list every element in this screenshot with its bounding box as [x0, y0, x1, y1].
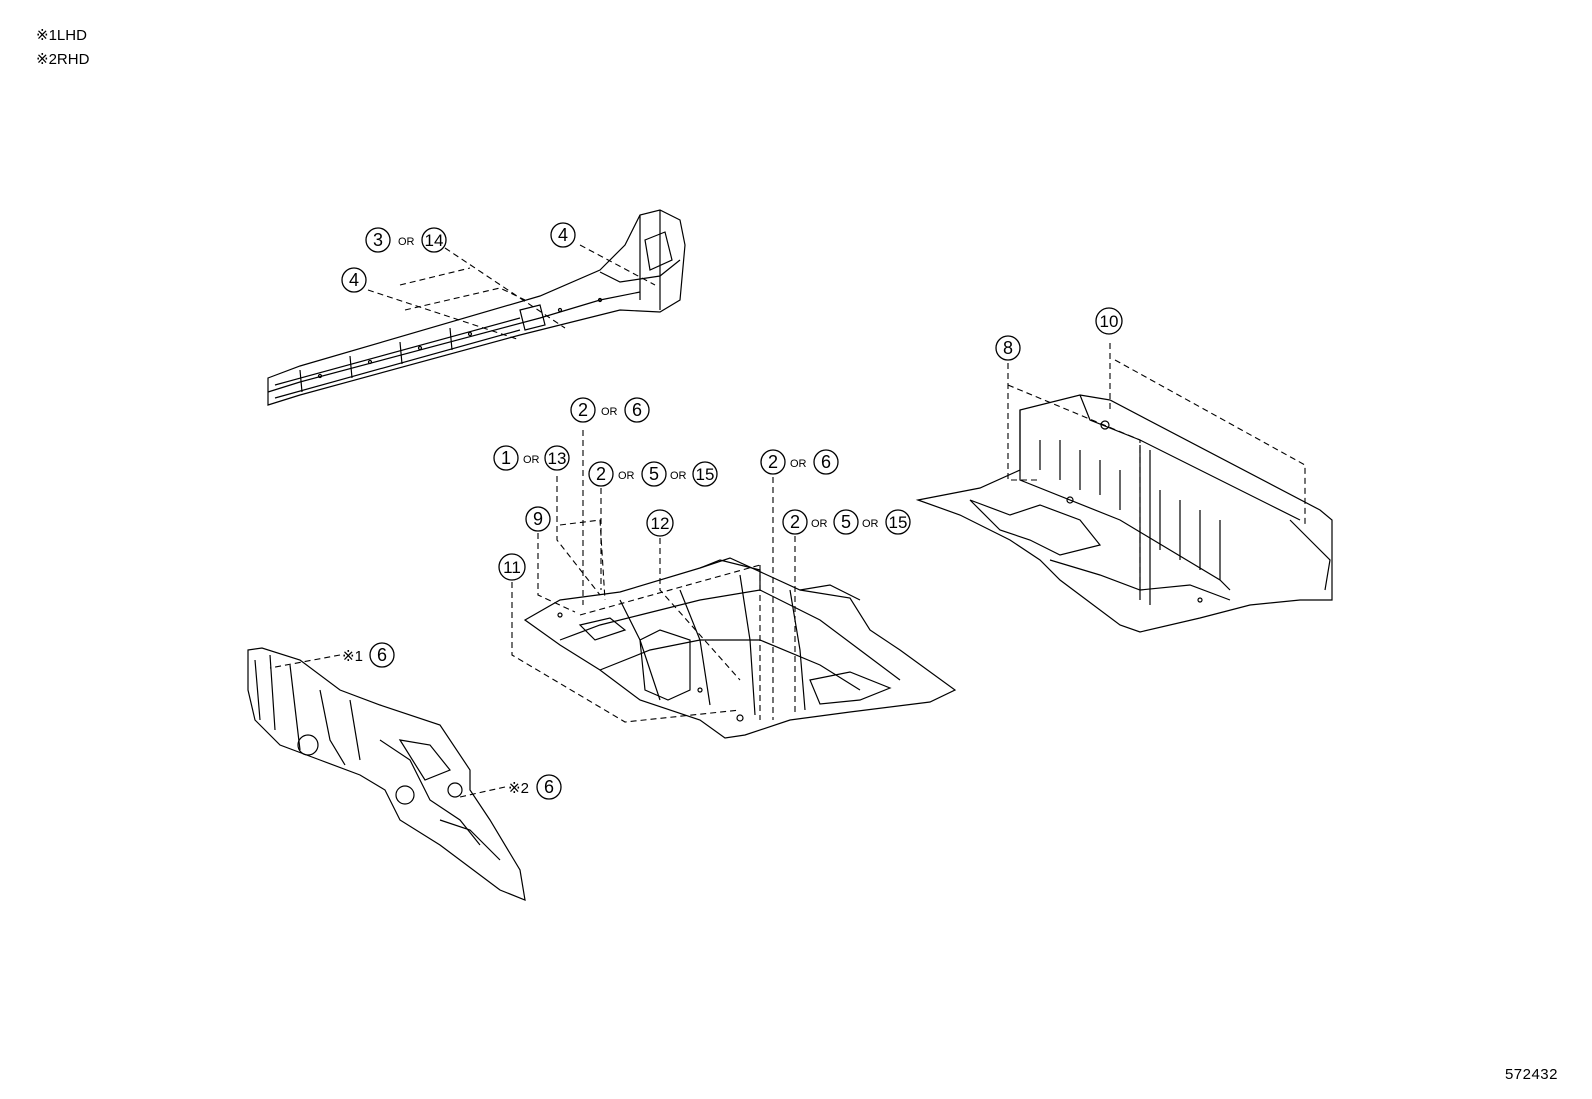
- part-number: 15: [696, 465, 715, 484]
- rocker-panel-drawing: [267, 209, 686, 406]
- part-number: 2: [578, 400, 588, 420]
- callout-floor-12: 12: [646, 509, 674, 537]
- callout-dash-lhd: ※1 6: [342, 642, 395, 668]
- front-floor-pan-drawing: [523, 557, 957, 739]
- callout-floor-e: 2 OR 5 OR 15: [782, 509, 911, 535]
- or-label: OR: [670, 470, 687, 482]
- figure-number: 572432: [1504, 1066, 1558, 1083]
- callouts: 3 OR 14 4 4 8 10 2 OR: [341, 222, 1123, 800]
- or-label: OR: [811, 518, 828, 530]
- part-number: 13: [548, 449, 567, 468]
- legend-mark: ※1: [36, 27, 57, 44]
- variant-mark: ※1: [342, 648, 363, 665]
- part-number: 4: [349, 270, 359, 290]
- legend-label: RHD: [56, 51, 90, 68]
- or-label: OR: [601, 406, 618, 418]
- callout-rear-floor-8: 8: [995, 335, 1021, 361]
- part-number: 2: [768, 452, 778, 472]
- callout-rear-floor-10: 10: [1095, 307, 1123, 335]
- or-label: OR: [523, 454, 540, 466]
- part-number: 6: [544, 777, 554, 797]
- part-number: 4: [558, 225, 568, 245]
- dash-panel-drawing: [247, 647, 526, 901]
- variant-mark: ※2: [508, 780, 529, 797]
- callout-floor-11: 11: [498, 553, 526, 581]
- callout-rocker-rear: 4: [550, 222, 576, 248]
- part-number: 15: [889, 513, 908, 532]
- part-number: 6: [632, 400, 642, 420]
- part-number: 8: [1003, 338, 1013, 358]
- part-number: 2: [596, 464, 606, 484]
- callout-floor-a: 2 OR 6: [570, 397, 650, 423]
- part-number: 9: [533, 509, 543, 529]
- part-number: 10: [1100, 312, 1119, 331]
- legend: ※1LHD ※2RHD: [36, 24, 89, 72]
- legend-item-rhd: ※2RHD: [36, 48, 89, 72]
- or-label: OR: [618, 470, 635, 482]
- part-number: 5: [841, 512, 851, 532]
- callout-rocker-top: 3 OR 14: [365, 227, 447, 253]
- part-number: 6: [821, 452, 831, 472]
- legend-item-lhd: ※1LHD: [36, 24, 89, 48]
- part-number: 14: [425, 231, 444, 250]
- part-number: 12: [651, 514, 670, 533]
- part-number: 5: [649, 464, 659, 484]
- part-number: 2: [790, 512, 800, 532]
- leader-lines: [269, 244, 1306, 798]
- legend-mark: ※2: [36, 51, 57, 68]
- callout-rocker-front: 4: [341, 267, 367, 293]
- callout-floor-9: 9: [525, 506, 551, 532]
- part-number: 6: [377, 645, 387, 665]
- part-number: 3: [373, 230, 383, 250]
- callout-floor-b: 1 OR 13: [493, 445, 570, 471]
- part-number: 11: [503, 558, 521, 577]
- or-label: OR: [790, 458, 807, 470]
- legend-label: LHD: [56, 27, 87, 44]
- or-label: OR: [398, 236, 415, 248]
- or-label: OR: [862, 518, 879, 530]
- callout-floor-d: 2 OR 6: [760, 449, 839, 475]
- callout-floor-c: 2 OR 5 OR 15: [588, 461, 718, 487]
- rear-floor-drawing: [915, 394, 1333, 633]
- callout-dash-rhd: ※2 6: [508, 774, 562, 800]
- part-number: 1: [501, 448, 511, 468]
